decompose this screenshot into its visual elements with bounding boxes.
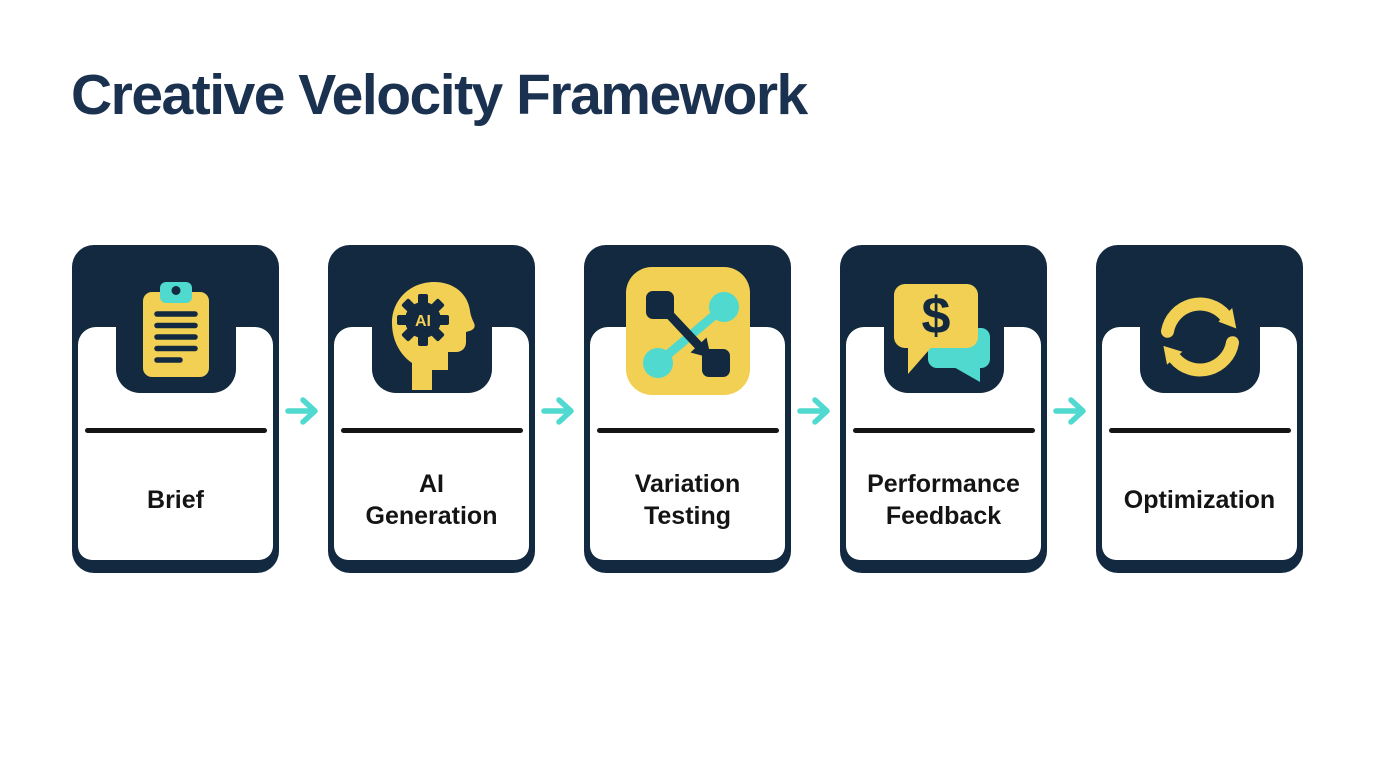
connector: [535, 245, 584, 573]
step-label: AI Generation: [365, 469, 498, 531]
ai-head-gear-icon: AI: [391, 282, 475, 390]
card-divider: [340, 428, 523, 433]
step-card-brief: Brief: [72, 245, 279, 573]
card-divider: [84, 428, 267, 433]
ab-split-test-icon: [625, 267, 750, 395]
dollar-chat-bubbles-icon: $: [893, 284, 990, 382]
step-label: Brief: [147, 485, 204, 514]
connector: [791, 245, 840, 573]
dollar-sign: $: [921, 287, 950, 345]
arrow-right-icon: [540, 397, 574, 425]
step-card-performance-feedback: $ Performance Feedback: [840, 245, 1047, 573]
arrow-right-icon: [284, 397, 318, 425]
connector: [1047, 245, 1096, 573]
step-label: Optimization: [1123, 485, 1276, 514]
step-card-ai-generation: AI AI Generation: [328, 245, 535, 573]
step-card-optimization: Optimization: [1096, 245, 1303, 573]
clipboard-icon: [142, 282, 209, 377]
page-title: Creative Velocity Framework: [71, 63, 808, 127]
arrow-right-icon: [796, 397, 830, 425]
step-label: Performance Feedback: [867, 469, 1020, 531]
connector: [279, 245, 328, 573]
card-divider: [1108, 428, 1291, 433]
card-icon-tab: [1139, 305, 1260, 393]
arrow-right-icon: [1052, 397, 1086, 425]
refresh-cycle-icon: [1160, 297, 1239, 377]
process-flow: Brief: [72, 245, 1303, 573]
card-divider: [852, 428, 1035, 433]
card-divider: [596, 428, 779, 433]
step-card-variation-testing: Variation Testing: [584, 245, 791, 573]
step-label: Variation Testing: [634, 469, 741, 531]
ai-gear-label: AI: [415, 313, 431, 330]
